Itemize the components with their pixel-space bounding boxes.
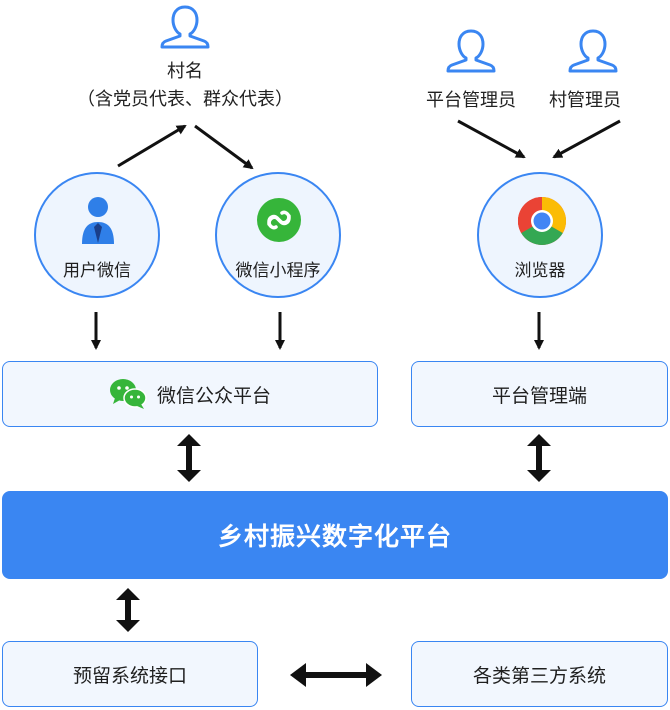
village-name-text: 村名	[167, 61, 203, 82]
browser-node: 浏览器	[477, 172, 603, 298]
wechat-official-platform-label: 微信公众平台	[156, 384, 271, 407]
wechat-user-node: 用户微信	[34, 172, 160, 298]
mini-program-node: 微信小程序	[215, 172, 341, 298]
reserved-interface-label: 预留系统接口	[72, 664, 187, 687]
third-party-systems-box: 各类第三方系统	[411, 641, 668, 707]
user-icon	[160, 4, 210, 50]
wechat-icon	[109, 378, 147, 410]
platform-admin-end-box: 平台管理端	[411, 361, 668, 427]
reserved-interface-box: 预留系统接口	[2, 641, 258, 707]
chrome-icon	[517, 196, 567, 246]
bi-arrow-admin-main	[527, 434, 551, 482]
arrow-user-to-miniprogram	[194, 124, 254, 170]
main-platform-label: 乡村振兴数字化平台	[217, 522, 452, 551]
main-platform-bar: 乡村振兴数字化平台	[2, 491, 668, 579]
arrow-platformadmin-to-browser	[457, 119, 526, 159]
wechat-user-icon	[78, 196, 118, 248]
platform-admin-end-label: 平台管理端	[491, 384, 587, 407]
bi-arrow-main-interface	[116, 588, 140, 632]
village-user-label: 村名 （含党员代表、群众代表）	[60, 58, 310, 114]
village-name-subtext: （含党员代表、群众代表）	[77, 89, 293, 110]
bi-arrow-interface-thirdparty	[290, 663, 382, 687]
village-admin-label: 村管理员	[549, 90, 621, 111]
platform-admin-label: 平台管理员	[426, 90, 516, 111]
wechat-official-platform-box: 微信公众平台	[2, 361, 378, 427]
mini-program-label: 微信小程序	[235, 261, 321, 281]
platform-admin-icon	[446, 28, 496, 74]
arrow-wechat-to-user	[117, 124, 187, 168]
wechat-user-label: 用户微信	[63, 261, 131, 281]
arrow-villageadmin-to-browser	[552, 119, 621, 159]
village-admin-icon	[568, 28, 618, 74]
mini-program-icon	[255, 196, 303, 244]
third-party-systems-label: 各类第三方系统	[472, 664, 606, 687]
browser-label: 浏览器	[514, 261, 566, 281]
bi-arrow-wechat-main	[177, 434, 201, 482]
